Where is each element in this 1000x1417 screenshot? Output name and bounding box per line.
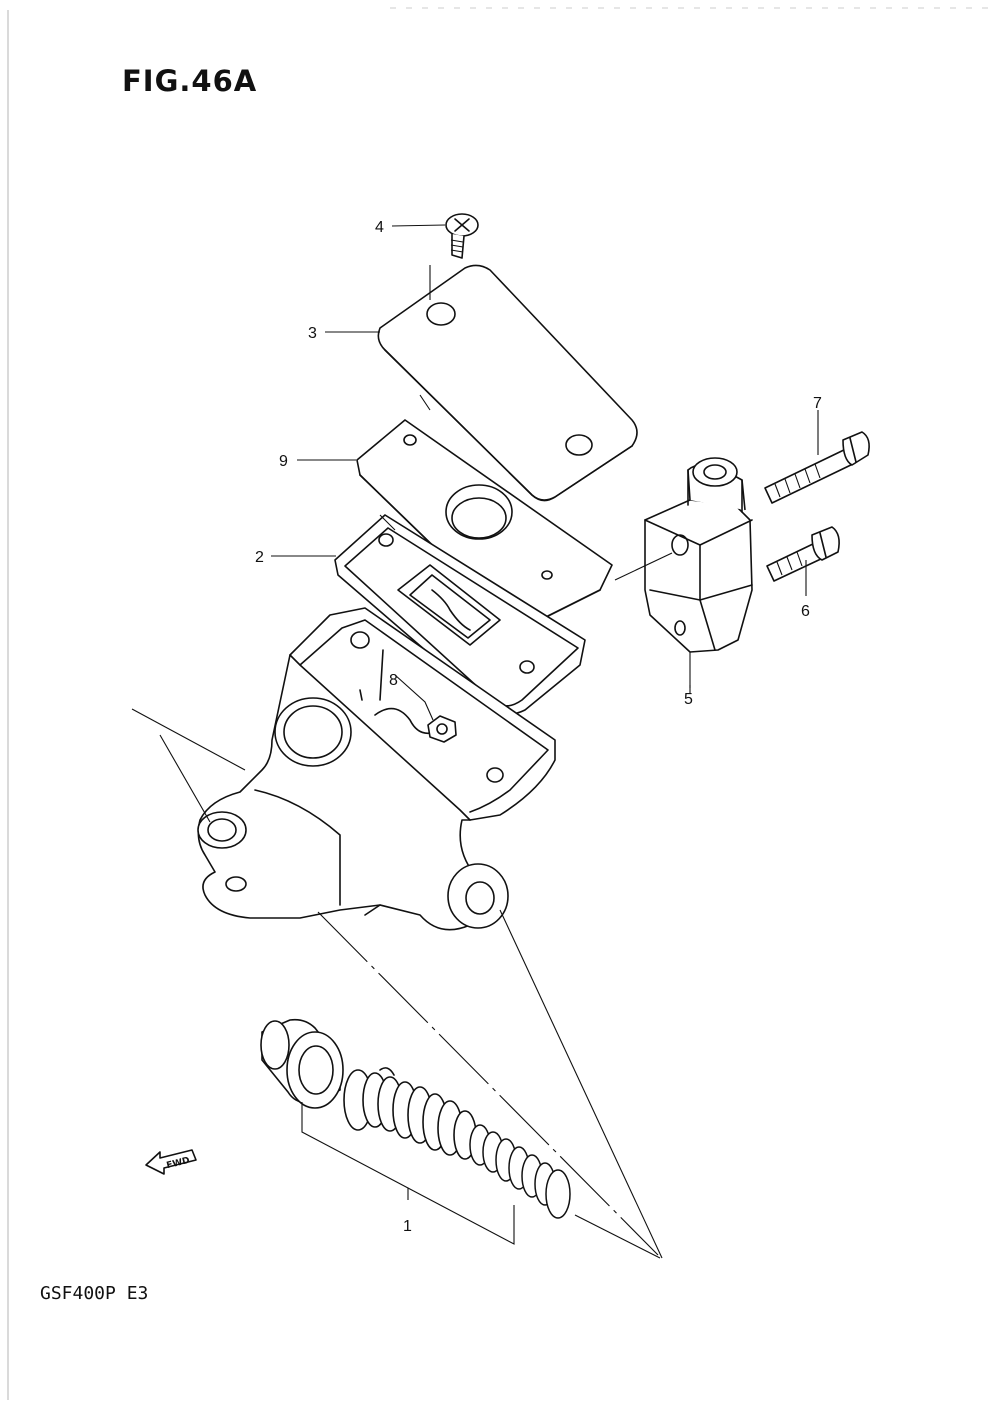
callout-7: 7: [813, 395, 822, 412]
part-8-plug: [427, 715, 457, 743]
part-5-clamp: [644, 457, 753, 653]
callout-9: 9: [279, 453, 288, 470]
part-3-cap: [377, 264, 638, 502]
part-4-screw: [445, 213, 479, 259]
master-cylinder-body: [197, 607, 556, 931]
part-6-short-bolt: [766, 526, 840, 582]
callout-4: 4: [375, 219, 384, 236]
callout-3: 3: [308, 325, 317, 342]
part-7-long-bolt: [764, 431, 870, 504]
model-code: GSF400P E3: [40, 1283, 149, 1304]
callout-5: 5: [684, 691, 693, 708]
callout-1: 1: [403, 1218, 412, 1235]
fwd-arrow-icon: FWD: [145, 1149, 197, 1175]
part-1-piston-set: [260, 1018, 571, 1219]
leader-lines: [271, 224, 819, 694]
callout-2: 2: [255, 549, 264, 566]
figure-title: FIG.46A: [122, 64, 258, 98]
guide-lines: [131, 514, 691, 1259]
callout-8: 8: [389, 672, 398, 689]
callout-6: 6: [801, 603, 810, 620]
